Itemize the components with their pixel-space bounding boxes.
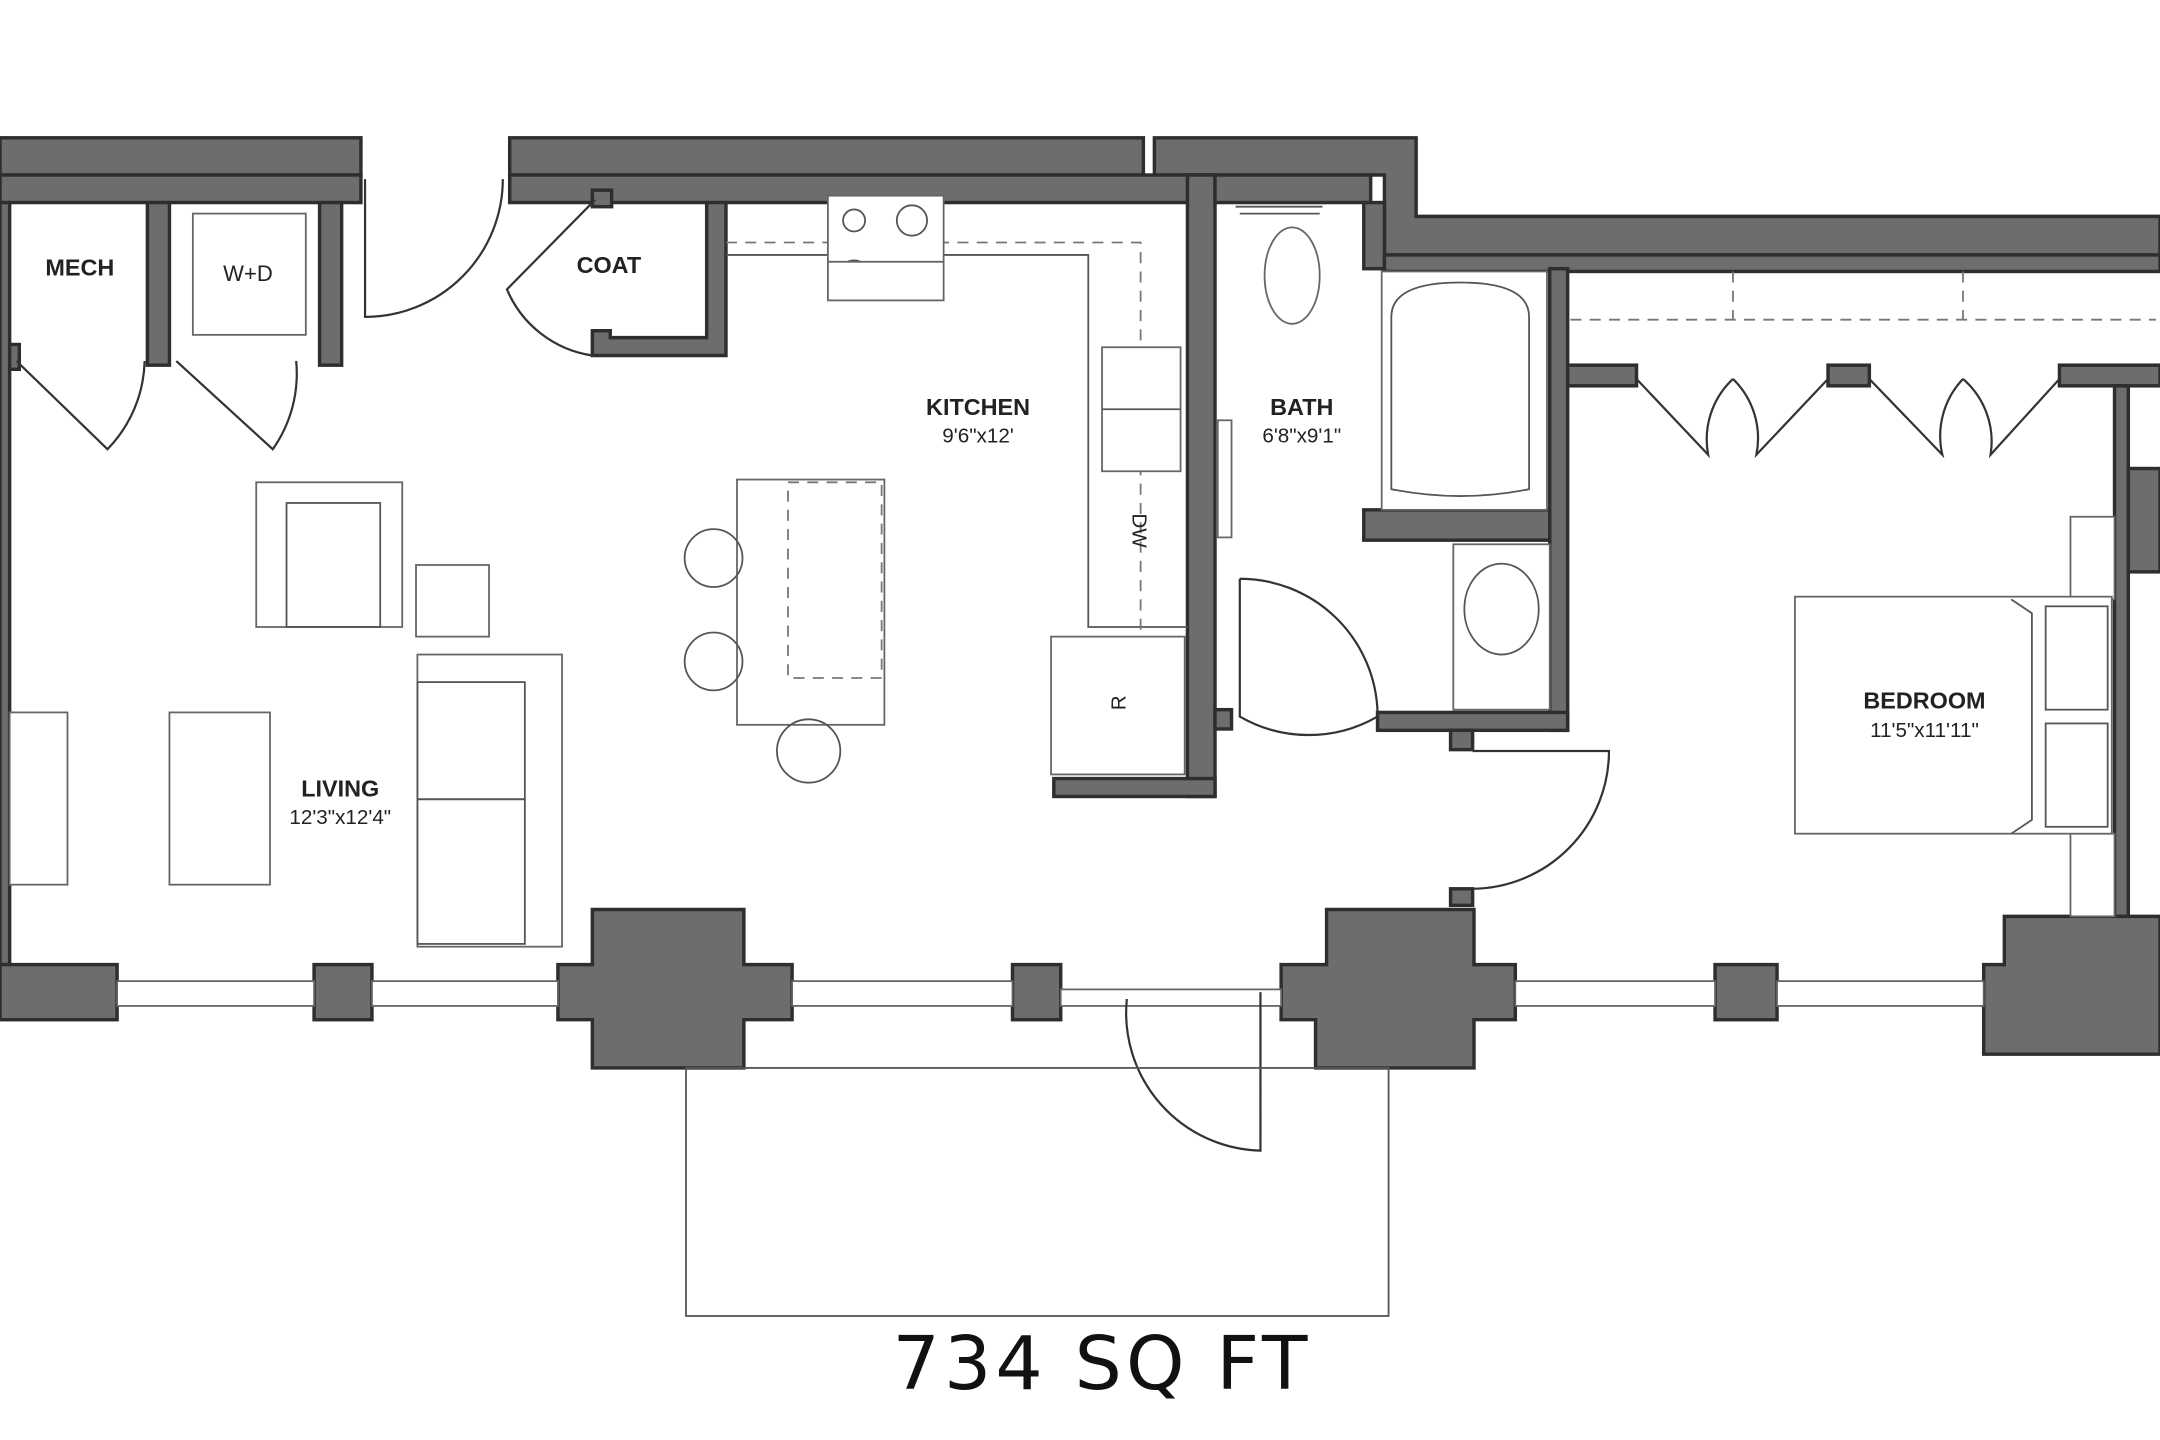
kitchen-fixtures (683, 194, 1188, 784)
walls (0, 136, 2160, 1070)
bath-fixtures (1216, 205, 1551, 711)
total-area: 734 SQ FT (893, 1320, 1312, 1407)
windows (116, 980, 1985, 1007)
sofa (416, 653, 563, 948)
room-dim-bedroom: 11'5"x11'11" (1870, 719, 1979, 742)
room-label-coat: COAT (577, 252, 642, 278)
bed (1794, 595, 2113, 835)
room-label-living: LIVING (301, 775, 379, 801)
living-furniture (8, 212, 563, 948)
refrigerator-icon (1050, 635, 1186, 776)
doors (15, 179, 2061, 1152)
room-dim-bath: 6'8"x9'1" (1262, 424, 1341, 447)
bedroom-furniture (1570, 271, 2156, 918)
stove-icon (827, 194, 945, 263)
washer-dryer (191, 212, 307, 336)
room-label-wd: W+D (223, 261, 273, 286)
bathtub (1380, 270, 1548, 511)
refrigerator-label: R (1107, 695, 1130, 710)
dishwasher-label: DW (1127, 513, 1150, 548)
coffee-table (168, 711, 271, 886)
toilet-icon (1263, 226, 1321, 325)
room-dim-living: 12'3"x12'4" (289, 806, 391, 829)
room-dim-kitchen: 9'6"x12' (942, 424, 1014, 447)
room-label-bath: BATH (1270, 394, 1333, 420)
room-label-bedroom: BEDROOM (1863, 687, 1985, 713)
room-label-kitchen: KITCHEN (926, 394, 1030, 420)
room-label-mech: MECH (45, 255, 114, 281)
sink-icon (1463, 562, 1540, 656)
balcony (685, 1067, 1390, 1317)
kitchen-island (736, 478, 886, 726)
